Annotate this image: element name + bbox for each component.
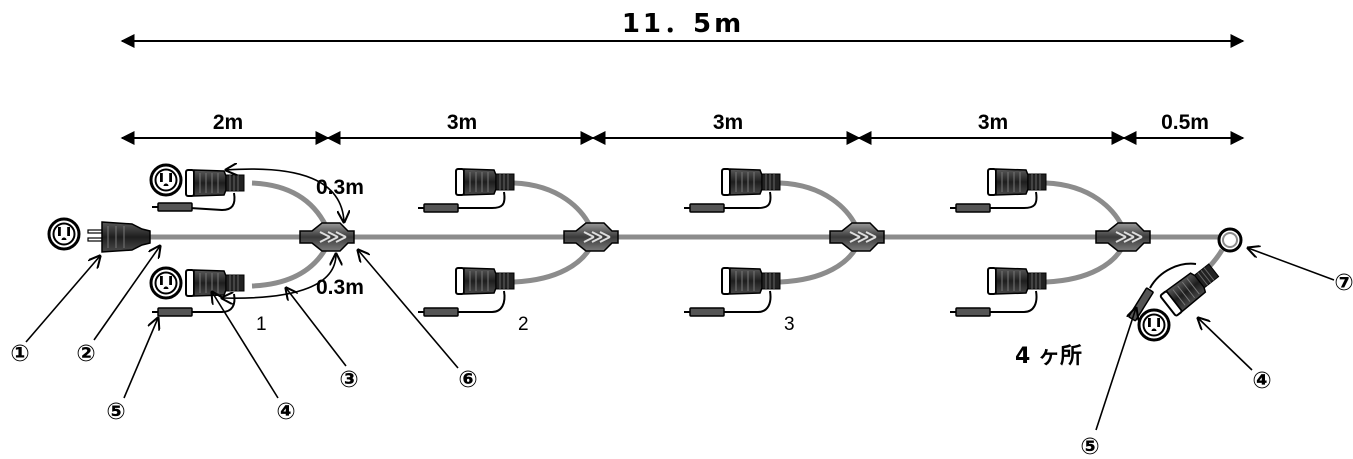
tag-icon — [949, 203, 991, 213]
segment-5-label: 0.5m — [1161, 111, 1209, 134]
connector-icon — [721, 168, 781, 196]
branch-unit-3 — [683, 168, 885, 317]
tag-icon — [683, 307, 725, 317]
arrow-icon — [1095, 308, 1136, 431]
segment-3-label: 3m — [713, 111, 743, 134]
callout-1: ① — [10, 341, 29, 367]
connector-icon — [455, 168, 515, 196]
total-dimension: 11．5m — [120, 9, 1245, 48]
arrow-icon — [1248, 248, 1335, 281]
junction-icon — [829, 222, 885, 252]
callout-2: ② — [76, 341, 95, 367]
count-label: 4 ヶ所 — [1015, 344, 1082, 369]
outlet-icon — [149, 266, 183, 300]
tag-icon — [417, 203, 459, 213]
branch-number-1: 1 — [256, 314, 267, 335]
callout-4-right: ④ — [1252, 368, 1271, 394]
connector-icon — [987, 267, 1047, 295]
outlet-icon — [149, 163, 183, 197]
branch-length-lower-label: 0.3m — [316, 276, 364, 299]
arrow-icon — [123, 318, 158, 399]
segment-4-label: 3m — [978, 111, 1008, 134]
branch-length-upper-label: 0.3m — [316, 176, 364, 199]
junction-icon — [299, 222, 355, 252]
branch-number-2: 2 — [518, 314, 529, 335]
connector-icon — [185, 269, 245, 297]
branch-length-lower: 0.3m — [222, 254, 364, 299]
tag-icon — [151, 202, 193, 212]
callout-5-left: ⑤ — [106, 399, 125, 425]
connector-icon — [721, 267, 781, 295]
total-length-label: 11．5m — [622, 9, 744, 39]
ring-terminal-icon — [1217, 227, 1243, 253]
callout-6: ⑥ — [458, 367, 477, 393]
arrow-icon — [1198, 318, 1253, 371]
tag-icon — [949, 307, 991, 317]
arrow-icon — [25, 256, 100, 343]
end-connector — [1128, 248, 1225, 342]
arrow-icon — [93, 246, 160, 341]
arrow-icon — [212, 292, 279, 399]
tag-icon — [417, 307, 459, 317]
plug-icon — [47, 217, 151, 253]
junction-icon — [1095, 222, 1151, 252]
callout-3: ③ — [339, 367, 358, 393]
branch-unit-4 — [949, 168, 1151, 317]
outlet-icon — [1137, 308, 1171, 342]
arrow-icon — [358, 250, 459, 369]
branch-length-upper: 0.3m — [226, 169, 364, 222]
segment-2-label: 3m — [447, 111, 477, 134]
connector-icon — [987, 168, 1047, 196]
segment-1-label: 2m — [213, 111, 243, 134]
branch-number-3: 3 — [784, 314, 795, 335]
arrow-icon — [286, 288, 347, 367]
callout-leaders — [25, 246, 1335, 431]
connector-icon — [185, 169, 245, 197]
callout-5-right: ⑤ — [1080, 434, 1099, 459]
junction-icon — [563, 222, 619, 252]
callout-4-left: ④ — [276, 399, 295, 425]
connector-icon — [455, 267, 515, 295]
branch-unit-2 — [417, 168, 619, 317]
tag-icon — [683, 203, 725, 213]
tag-icon — [151, 307, 193, 317]
callout-7: ⑦ — [1334, 270, 1353, 296]
segment-dimensions: 2m 3m 3m 3m 0.5m — [120, 111, 1245, 145]
